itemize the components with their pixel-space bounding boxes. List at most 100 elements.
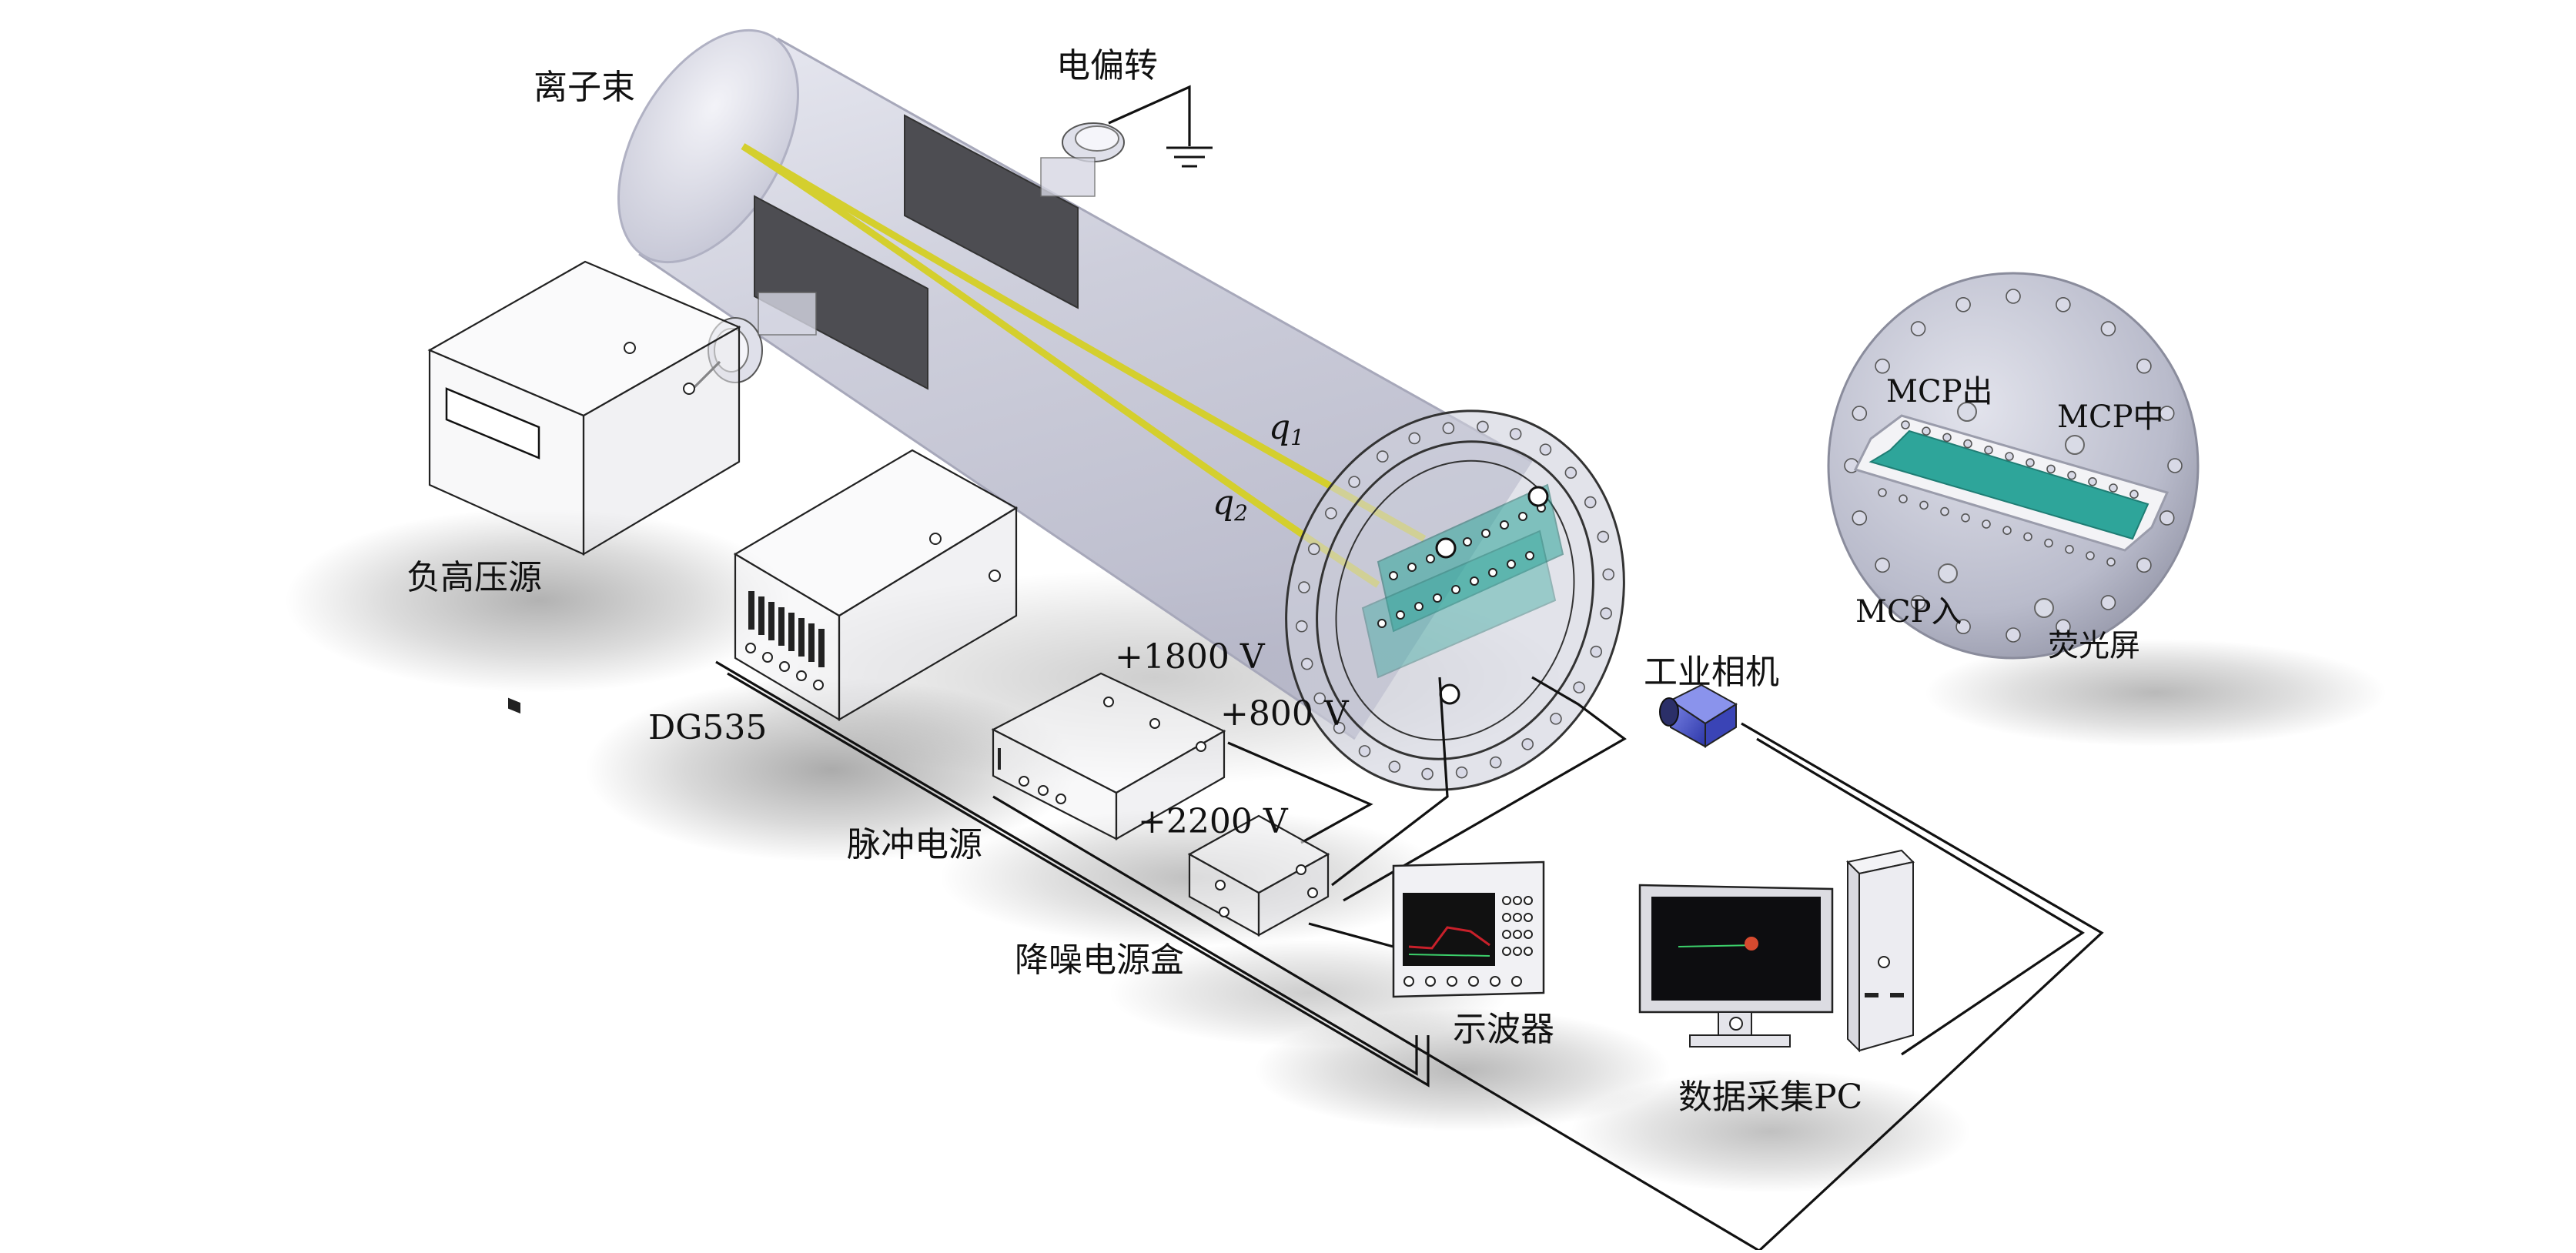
mcp-ring-bolt — [2023, 532, 2032, 542]
label-ion-beam: 离子束 — [534, 68, 635, 107]
flange-bolt — [1307, 543, 1320, 556]
flange-bolt — [1348, 476, 1360, 488]
label-mcp-mid: MCP中 — [2057, 399, 2163, 435]
disk-bolt — [2167, 458, 2183, 473]
flange-bolt — [1489, 756, 1502, 769]
scope-connector — [1447, 976, 1457, 987]
mcp-ring-bolt — [1963, 439, 1972, 449]
flange-bolt — [1295, 620, 1308, 633]
scope-connector — [1511, 976, 1522, 987]
scope-connector — [1425, 976, 1436, 987]
disk-bolt — [1875, 358, 1890, 374]
oscilloscope — [1392, 860, 1545, 998]
mcp-ring-bolt — [2065, 544, 2074, 554]
mcp-ring-bolt — [2046, 464, 2056, 474]
disk-bolt — [1910, 321, 1926, 336]
mcp-pin — [1377, 619, 1387, 628]
mcp-pin — [1414, 602, 1423, 611]
label-dg535: DG535 — [648, 708, 767, 747]
dg535-channel-slot — [808, 623, 815, 662]
flange-bolt — [1313, 692, 1326, 705]
flange-bolt — [1421, 767, 1434, 780]
label-mcp-in: MCP入 — [1855, 594, 1962, 630]
lownoise-power-box — [1187, 814, 1330, 937]
disk-bolt — [2056, 296, 2071, 312]
dg535-connector — [813, 680, 824, 690]
neg-hv-source — [427, 260, 741, 714]
mcp-ring-bolt — [1961, 513, 1970, 523]
disk-bolt — [1852, 510, 1868, 526]
disk-bolt — [2100, 595, 2116, 610]
label-daq-pc: 数据采集PC — [1678, 1078, 1862, 1117]
mcp-ring-bolt — [1942, 433, 1952, 443]
scope-knob — [1524, 930, 1533, 939]
flange-bolt — [1333, 721, 1346, 734]
scope-knob — [1524, 947, 1533, 956]
mcp-pin — [1426, 554, 1435, 563]
mcp-pin — [1525, 551, 1534, 560]
scope-knob — [1513, 913, 1522, 922]
pulse-power-supply — [991, 672, 1226, 840]
disk-bolt — [2136, 358, 2152, 374]
disk-bolt — [2100, 321, 2116, 336]
label-camera: 工业相机 — [1644, 653, 1779, 692]
label-mcp-out: MCP出 — [1886, 374, 1992, 409]
mcp-ring-bolt — [1899, 494, 1908, 504]
disk-bolt — [1910, 595, 1926, 610]
mcp-pin — [1500, 520, 1509, 530]
disk-bolt — [2056, 619, 2071, 635]
label-v800: +800 V — [1220, 694, 1350, 733]
label-phosphor: 荧光屏 — [2048, 628, 2140, 663]
dg535-channel-slot — [798, 618, 805, 657]
flange-bolt — [1358, 745, 1371, 757]
scope-connector — [1403, 976, 1414, 987]
disk-bolt — [1955, 619, 1971, 635]
dg535-unit — [733, 449, 1019, 721]
flange-bolt — [1477, 420, 1489, 433]
flange-bolt — [1597, 530, 1610, 543]
label-q2: q2 — [1213, 483, 1248, 526]
mcp-pin — [1389, 571, 1398, 580]
mcp-pin — [1481, 529, 1490, 538]
scope-knob — [1513, 930, 1522, 939]
flange-bolt — [1539, 443, 1552, 456]
mcp-ring-bolt — [2002, 526, 2012, 536]
mcp-ring-bolt — [2086, 551, 2095, 560]
mcp-pin — [1407, 563, 1417, 572]
mcp-ring-bolt — [1940, 506, 1949, 516]
label-v2200: +2200 V — [1138, 802, 1289, 841]
label-scope: 示波器 — [1453, 1010, 1554, 1049]
dg535-connector — [779, 661, 790, 672]
scope-knob — [1513, 896, 1522, 905]
dg535-channel-slot — [788, 613, 795, 651]
mcp-ring-bolt — [2044, 538, 2053, 548]
dg535-channel-slot — [768, 602, 774, 640]
flange-bolt — [1521, 738, 1534, 750]
flange-bolt — [1300, 657, 1313, 670]
disk-bolt — [2159, 406, 2175, 421]
flange-bolt — [1573, 681, 1585, 693]
dg535-channel-slot — [748, 591, 754, 630]
scope-knob — [1502, 896, 1511, 905]
mcp-pin — [1463, 537, 1472, 546]
mcp-ring-bolt — [1922, 426, 1931, 436]
flange-bolt — [1600, 607, 1612, 620]
scope-knob — [1502, 930, 1511, 939]
mcp-pin — [1396, 610, 1405, 620]
mcp-ring-bolt — [2109, 483, 2118, 493]
mcp-ring-bolt — [1984, 445, 1993, 455]
dg535-channel-slot — [818, 629, 825, 667]
scope-knob — [1524, 896, 1533, 905]
mcp-pin — [1470, 576, 1479, 586]
daq-pc — [1638, 849, 1915, 1053]
label-neg-hv: 负高压源 — [406, 558, 542, 597]
dg535-channel-slot — [758, 596, 764, 635]
mcp-pin — [1507, 560, 1516, 569]
mcp-pin — [1518, 512, 1527, 521]
ground-symbol — [1108, 85, 1213, 168]
flange-bolt — [1602, 568, 1615, 581]
mcp-ring-bolt — [1982, 520, 1991, 529]
mcp-pin — [1433, 593, 1442, 603]
